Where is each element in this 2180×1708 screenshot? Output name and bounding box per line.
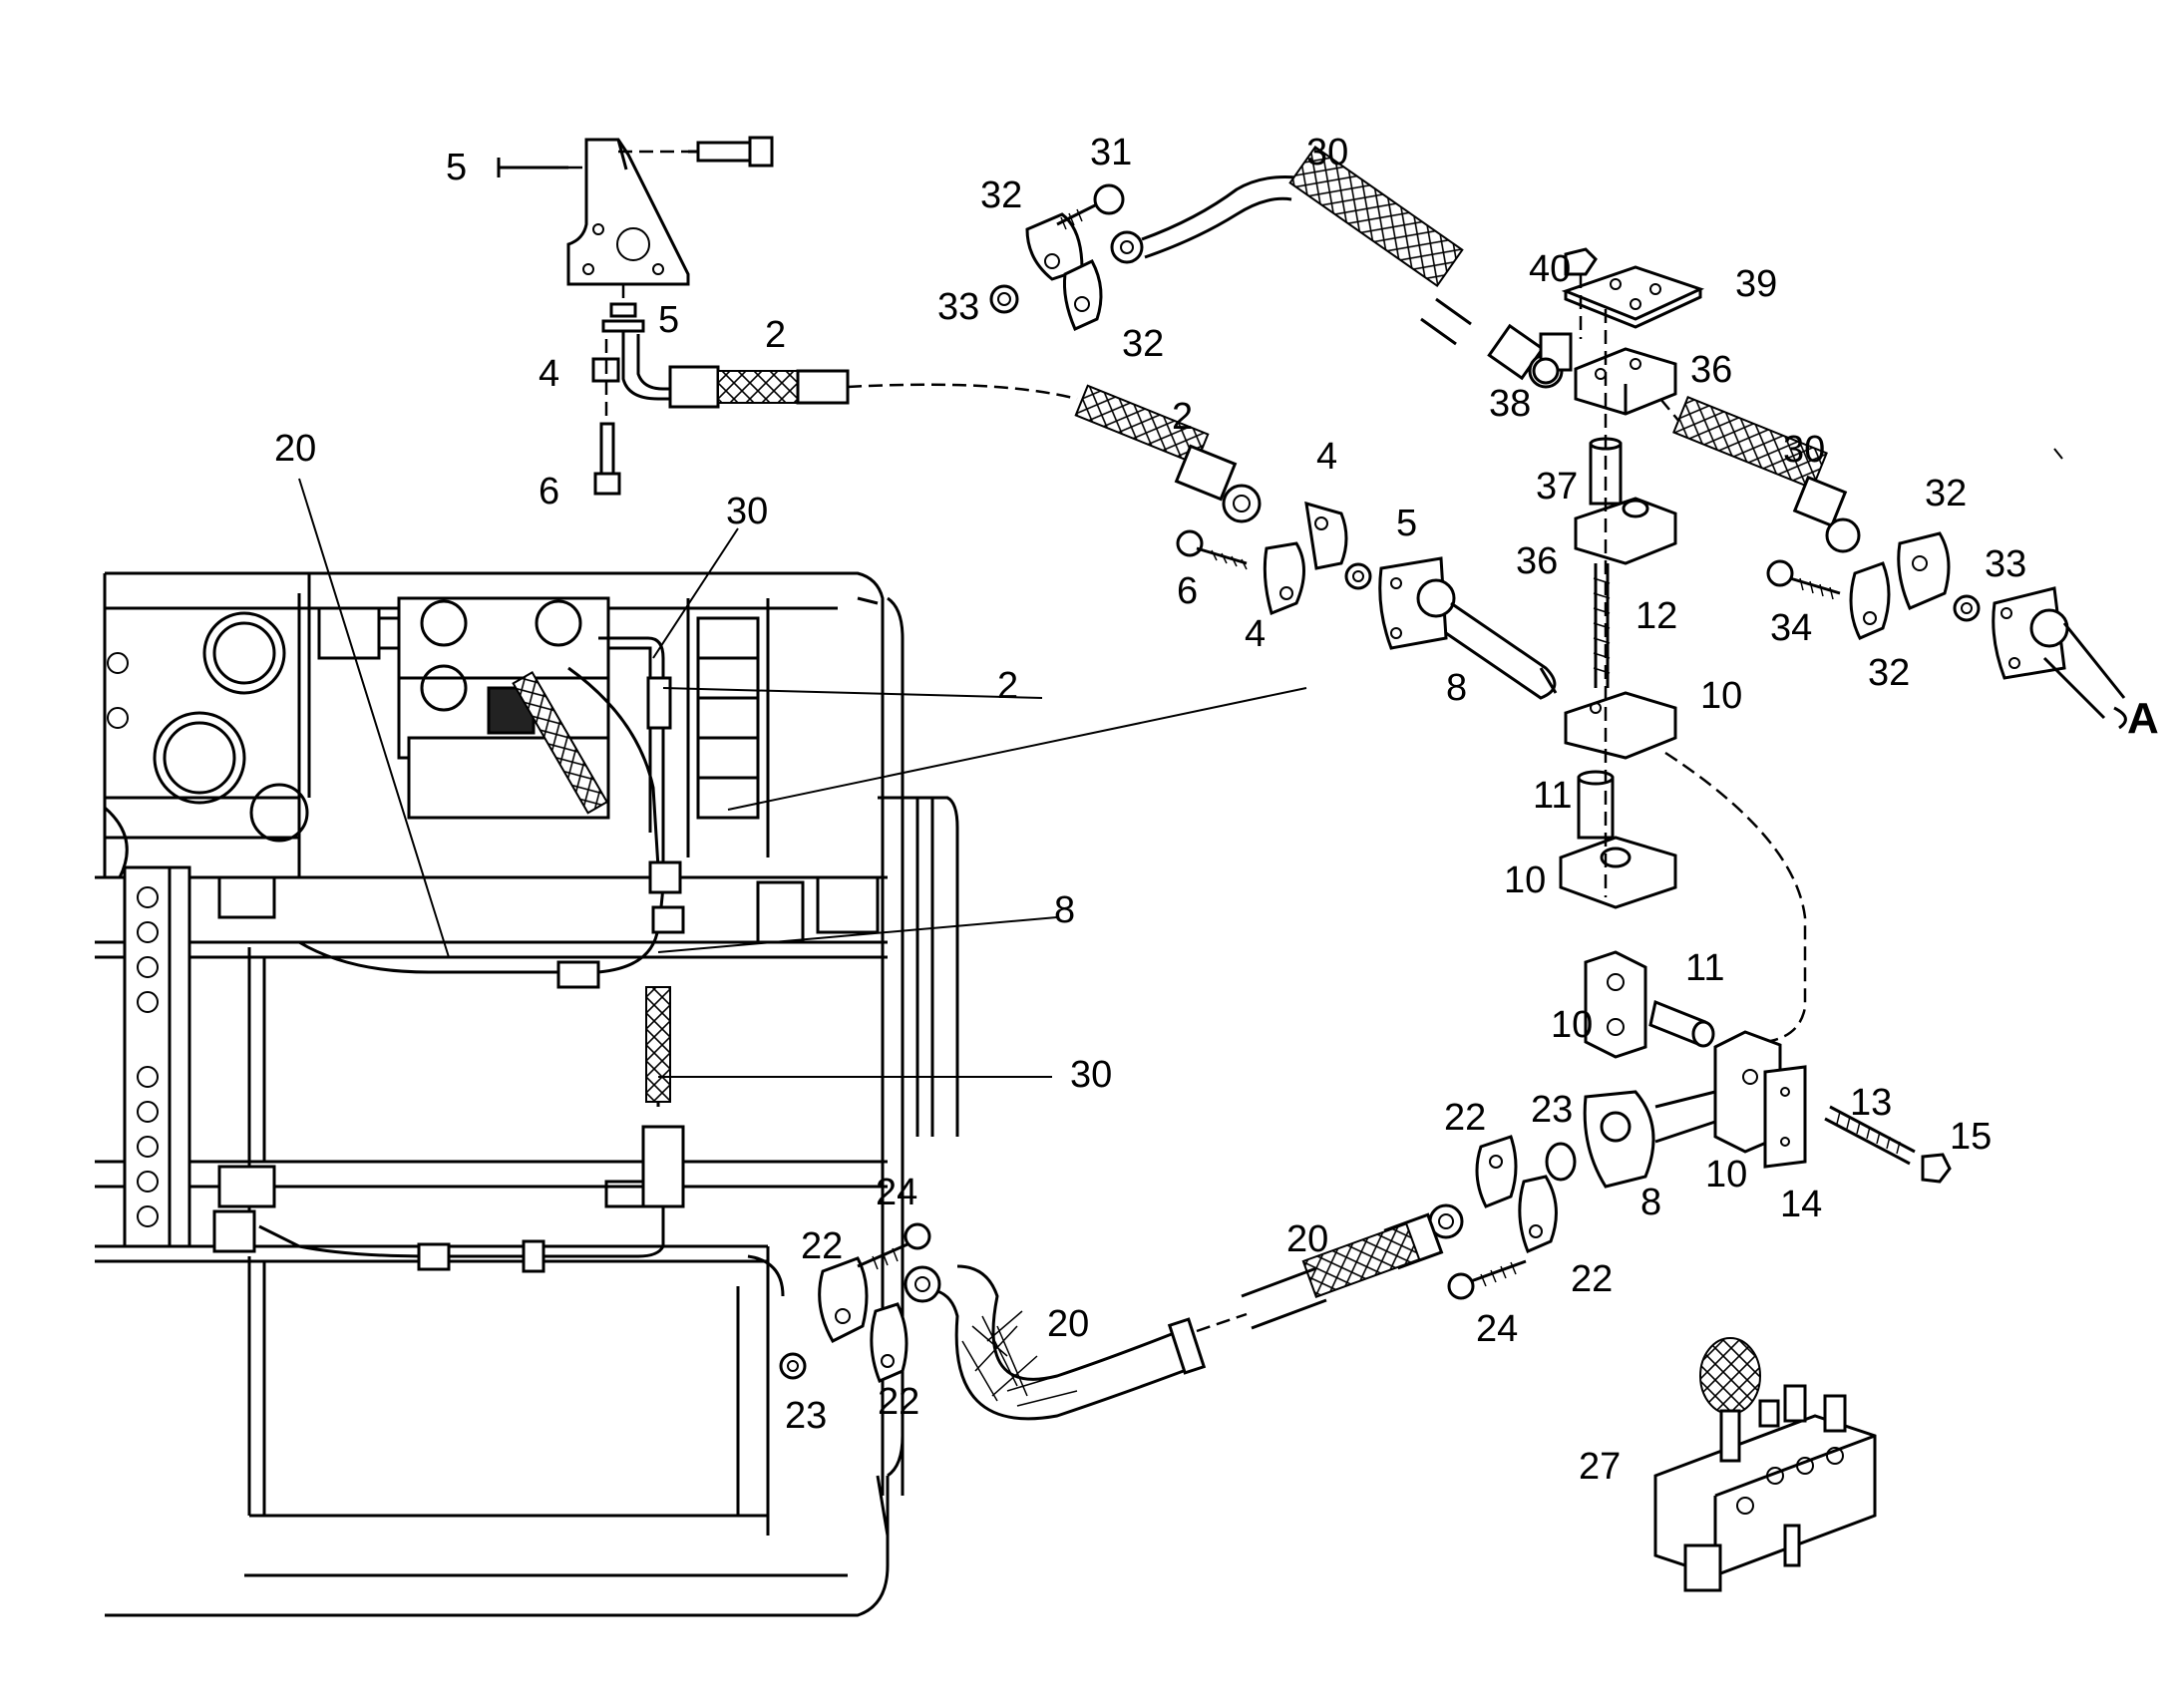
callout-10: 10 (1700, 675, 1742, 717)
callout-5: 5 (1396, 503, 1417, 544)
callout-23: 23 (1531, 1089, 1573, 1131)
callout-6: 6 (539, 471, 559, 512)
callout-15: 15 (1950, 1116, 1992, 1158)
callout-11: 11 (1685, 947, 1724, 989)
callout-10: 10 (1551, 1004, 1593, 1046)
callout-24: 24 (1476, 1308, 1518, 1350)
callout-2: 2 (1172, 396, 1193, 438)
callout-40: 40 (1529, 248, 1571, 290)
callout-10: 10 (1504, 859, 1546, 901)
machine-frame (95, 571, 959, 1617)
clamp-halves-right (1766, 531, 2127, 730)
callout-30: 30 (1070, 1054, 1112, 1096)
callout-33: 33 (1985, 543, 2026, 585)
callout-2: 2 (765, 314, 786, 356)
callout-34: 34 (1770, 607, 1812, 649)
callout-20: 20 (1047, 1303, 1089, 1345)
callout-8: 8 (1054, 889, 1075, 931)
radiator-blocks (686, 598, 770, 857)
connector-dashed (1664, 751, 1807, 1044)
callout-8: 8 (1446, 667, 1467, 709)
callout-labels: 5 5 4 6 2 2 20 30 2 8 30 31 32 32 33 30 … (274, 132, 2159, 1488)
callout-32: 32 (1122, 323, 1164, 365)
callout-32: 32 (980, 174, 1022, 216)
clamp-block-stack (1532, 309, 1677, 909)
callout-32: 32 (1868, 652, 1910, 694)
callout-36: 36 (1690, 349, 1732, 391)
callout-22: 22 (801, 1225, 843, 1267)
valve-block (317, 596, 610, 820)
callout-31: 31 (1090, 132, 1132, 173)
callout-23: 23 (785, 1395, 827, 1437)
callout-13: 13 (1850, 1082, 1892, 1124)
mounting-bracket-assembly (497, 136, 774, 496)
lower-clamp-assembly (1545, 950, 1952, 1189)
callout-30: 30 (726, 491, 768, 532)
callout-6: 6 (1177, 570, 1198, 612)
callout-11: 11 (1533, 775, 1572, 817)
hose-20-bottom (779, 1135, 1558, 1421)
callout-4: 4 (1245, 613, 1266, 655)
callout-4: 4 (1316, 436, 1337, 478)
callout-4: 4 (539, 353, 559, 395)
callout-22: 22 (878, 1381, 919, 1423)
engine-block-holes (107, 611, 309, 843)
hose-2-upper (668, 365, 1078, 409)
callout-30: 30 (1306, 132, 1348, 173)
plate-nut-assembly (1561, 247, 1705, 339)
callout-5: 5 (658, 299, 679, 341)
callout-36: 36 (1516, 540, 1558, 582)
callout-12: 12 (1635, 595, 1677, 637)
flange-assembly-8 (1176, 501, 1558, 700)
callout-32: 32 (1925, 473, 1967, 514)
valve-block-27 (1653, 1337, 1877, 1592)
callout-30: 30 (1783, 429, 1825, 471)
callout-24: 24 (876, 1172, 917, 1213)
callout-20: 20 (274, 428, 316, 470)
callout-22: 22 (1571, 1258, 1613, 1300)
hose-2-lower (1074, 384, 1262, 523)
frame-holes (137, 886, 159, 1227)
callout-14: 14 (1780, 1184, 1822, 1225)
callout-2: 2 (997, 665, 1018, 707)
leader-lines (298, 448, 2063, 1078)
callout-33: 33 (937, 286, 979, 328)
callout-37: 37 (1536, 466, 1578, 508)
callout-39: 39 (1735, 263, 1777, 305)
clamp-halves-top (989, 183, 1125, 331)
mounted-hose-assembly (212, 636, 685, 1273)
hose-30-upper (1110, 145, 1564, 389)
callout-20: 20 (1286, 1218, 1328, 1260)
hose-30-right (1659, 395, 1861, 553)
callout-A: A (2127, 694, 2159, 743)
callout-38: 38 (1489, 383, 1531, 425)
callout-8: 8 (1640, 1182, 1661, 1223)
callout-22: 22 (1444, 1097, 1486, 1139)
callout-27: 27 (1579, 1446, 1621, 1488)
callout-10: 10 (1705, 1154, 1747, 1196)
callout-5: 5 (446, 147, 467, 188)
